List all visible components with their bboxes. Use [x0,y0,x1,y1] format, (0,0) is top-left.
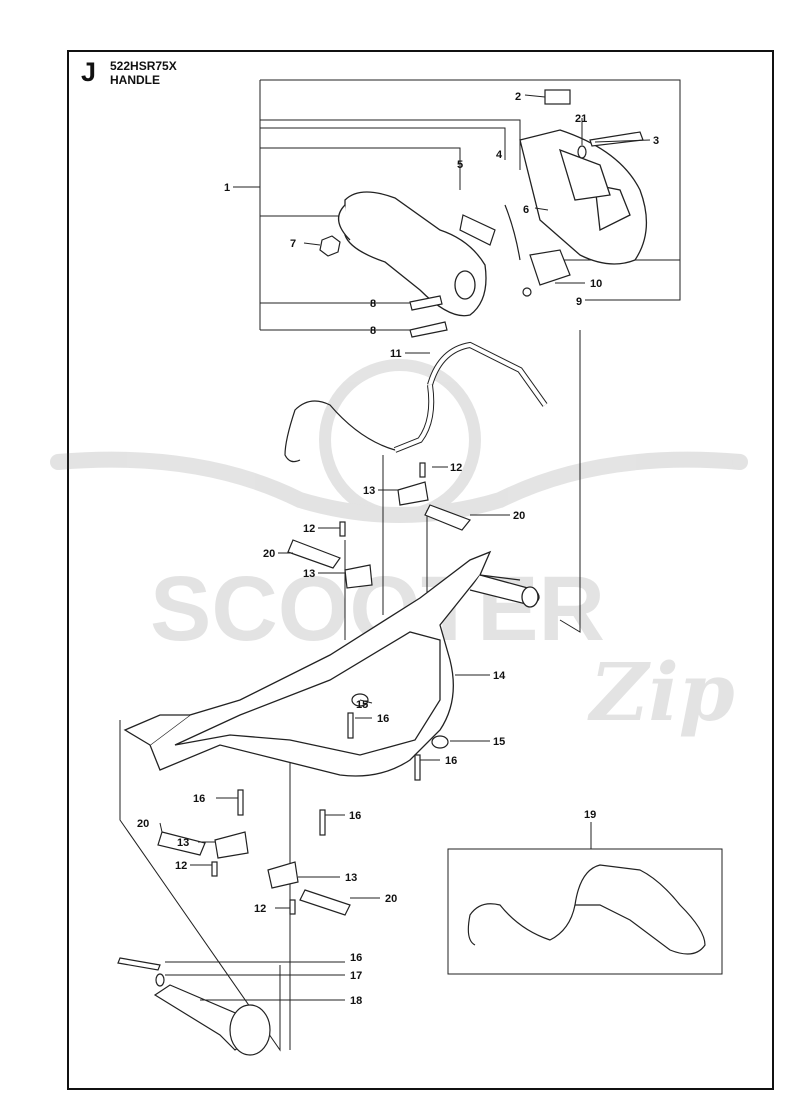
callout-13b: 13 [303,568,315,580]
screw-16a [347,712,354,739]
callout-13d: 13 [345,872,357,884]
callout-5: 5 [457,159,463,171]
top-small-parts [319,89,644,338]
plate-20c [157,831,206,856]
screw-12a [419,462,426,478]
callout-3: 3 [653,135,659,147]
callout-20b: 20 [263,548,275,560]
plate-20b [287,539,341,569]
nut-part-7 [319,235,341,257]
bottom-handle [117,957,271,1056]
main-frame [123,550,540,777]
screw-16b [414,754,421,781]
callout-19: 19 [584,809,596,821]
callout-21: 21 [575,113,587,125]
plate-20d [299,889,351,916]
callout-2: 2 [515,91,521,103]
callout-8b: 8 [370,325,376,337]
screw-12c [211,861,218,877]
watermark-handlebar [57,451,741,523]
washer-part-21 [577,145,587,159]
callout-7: 7 [290,238,296,250]
model-number: 522HSR75X [110,59,177,73]
callout-13a: 13 [363,485,375,497]
ring-part-9 [522,287,532,297]
screw-16d [319,809,326,836]
screw-12b [339,521,346,537]
handlebar-tube [284,341,548,463]
section-letter: J [81,57,97,87]
screw-part-3 [589,131,644,147]
screw-part-8a [409,295,443,311]
rear-handle-housing [338,129,648,317]
callout-10: 10 [590,278,602,290]
callout-16a: 16 [377,713,389,725]
trigger-part-10 [529,249,571,286]
screw-16c [237,789,244,816]
washer-17 [155,973,165,987]
watermark-text-zip: Zip [587,645,735,739]
callout-13c: 13 [177,837,189,849]
callout-8a: 8 [370,298,376,310]
callout-18: 18 [350,995,362,1007]
screw-16e [117,957,161,971]
callout-1: 1 [224,182,230,194]
callout-12b: 12 [303,523,315,535]
lever-part-5 [459,214,496,246]
callout-6: 6 [523,204,529,216]
bushing-15b [431,735,449,749]
callout-11: 11 [390,348,402,360]
item19-assembly [467,864,706,955]
watermark-dot-right [732,454,748,470]
switch-part-2 [544,89,571,105]
model-title: 522HSR75X HANDLE [110,59,177,87]
bottom-leader-lines [165,961,345,1001]
callout-16c: 16 [193,793,205,805]
watermark-ring [319,359,481,521]
diagram-frame [67,50,774,1090]
callout-labels: 1 2 3 4 5 6 7 8 8 9 10 11 12 12 12 12 13… [137,91,659,1007]
callout-14: 14 [493,670,506,682]
callout-15b: 15 [493,736,505,748]
callout-12c: 12 [175,860,187,872]
handle-18-ring [229,1004,271,1056]
mounting-parts [157,462,471,916]
spring-part-4 [504,204,521,261]
assembly-name: HANDLE [110,73,160,87]
callout-12a: 12 [450,462,462,474]
spring-13a [397,481,429,506]
spring-13d [267,861,299,889]
screw-part-8b [409,321,448,338]
callout-20c: 20 [137,818,149,830]
label-leaders [159,94,651,909]
callout-16e: 16 [350,952,362,964]
item19-box [447,848,723,975]
spring-13c [214,831,249,859]
callout-20d: 20 [385,893,397,905]
callout-20a: 20 [513,510,525,522]
screw-12d [289,899,296,915]
item1-bracket [233,79,681,331]
callout-12d: 12 [254,903,266,915]
spring-13b [344,564,373,589]
plate-20a [424,504,471,531]
callout-16d: 16 [349,810,361,822]
callout-17: 17 [350,970,362,982]
callout-9: 9 [576,296,582,308]
watermark-dot-left [50,454,66,470]
callout-4: 4 [496,149,503,161]
callout-15a: 15 [356,699,368,711]
callout-16b: 16 [445,755,457,767]
